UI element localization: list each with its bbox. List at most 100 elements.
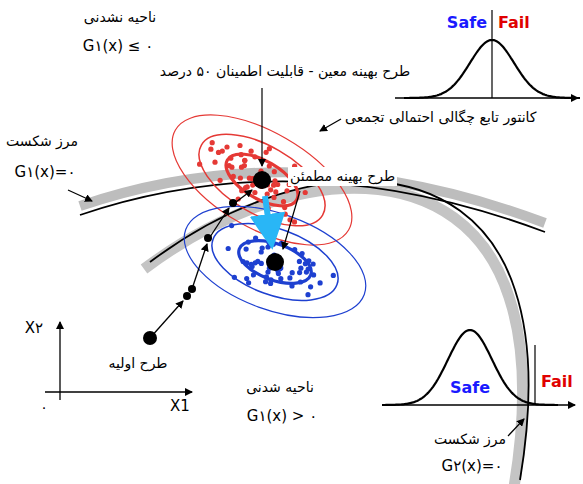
sample-point xyxy=(272,169,277,174)
sample-point xyxy=(252,190,257,195)
deterministic-optimum xyxy=(253,171,271,189)
sample-point xyxy=(278,276,283,281)
sample-point xyxy=(289,283,294,288)
sample-point xyxy=(284,188,289,193)
sample-point xyxy=(298,279,303,284)
sample-point xyxy=(218,178,223,183)
sample-point xyxy=(212,160,217,165)
reliable-optimum xyxy=(266,253,284,271)
optimum-label: طرح بهینه معین - قابلیت اطمینان ۵۰ درصد xyxy=(160,62,410,81)
sample-point xyxy=(264,274,269,279)
sample-point xyxy=(251,272,256,277)
sample-point xyxy=(305,292,310,297)
sample-point xyxy=(273,189,278,194)
sample-point xyxy=(282,205,287,210)
axis xyxy=(59,322,60,400)
sample-point xyxy=(287,275,292,280)
optimum-label: طرح بهینه مطمئن xyxy=(288,167,397,186)
sample-point xyxy=(303,261,308,266)
pdf-contour xyxy=(202,208,349,315)
sample-point xyxy=(237,143,242,148)
sample-point xyxy=(311,272,316,277)
initial-design-label: طرح اولیه xyxy=(108,354,167,373)
axis-label: X۲ xyxy=(25,318,43,338)
leader-arrow xyxy=(508,419,524,436)
sample-point xyxy=(224,144,229,149)
sample-point xyxy=(231,174,236,179)
sample-point xyxy=(263,279,268,284)
sample-point xyxy=(242,158,247,163)
sample-point xyxy=(300,251,305,256)
sample-point xyxy=(259,249,264,254)
design-point xyxy=(204,234,212,242)
sample-point xyxy=(275,182,280,187)
sample-point xyxy=(264,150,269,155)
initial-design xyxy=(143,331,157,345)
sample-point xyxy=(239,165,244,170)
sample-point xyxy=(283,212,288,217)
boundary-band xyxy=(144,188,523,484)
sample-point xyxy=(216,150,221,155)
sample-point xyxy=(242,158,247,163)
design-path xyxy=(236,190,252,202)
sample-point xyxy=(227,163,232,168)
region-label: ناحیه نشدنی xyxy=(84,8,156,27)
sample-point xyxy=(229,223,234,228)
design-point xyxy=(188,285,196,293)
sample-point xyxy=(197,162,202,167)
fail-label: Fail xyxy=(541,371,573,393)
sample-point xyxy=(249,149,254,154)
pdf-curve xyxy=(404,40,580,98)
sample-point xyxy=(267,163,272,168)
sample-point xyxy=(208,147,213,152)
leader-arrow xyxy=(283,191,300,249)
sample-point xyxy=(279,241,284,246)
sample-point xyxy=(290,270,295,275)
fail-label: Fail xyxy=(498,12,530,34)
boundary-label: مرز شکست xyxy=(6,132,78,151)
design-path xyxy=(210,208,229,237)
design-path xyxy=(150,301,183,338)
sample-point xyxy=(238,175,243,180)
sample-point xyxy=(311,261,316,266)
sample-point xyxy=(253,236,258,241)
leader-arrow xyxy=(68,190,92,201)
design-path xyxy=(193,244,207,286)
axis-label: X1 xyxy=(170,396,190,416)
sample-point xyxy=(297,259,302,264)
leader-arrow xyxy=(261,88,262,166)
sample-point xyxy=(210,140,215,145)
leader-arrow xyxy=(320,119,341,131)
pdf-contour xyxy=(233,232,317,292)
sample-point xyxy=(246,240,251,245)
sample-point xyxy=(297,270,302,275)
sample-point xyxy=(226,246,231,251)
sample-point xyxy=(255,259,260,264)
safe-label: Safe xyxy=(447,12,487,34)
sample-points xyxy=(197,140,336,297)
contour-label: کانتور تابع چگالی احتمالی تجمعی xyxy=(345,108,536,127)
limit-line xyxy=(534,345,535,405)
pdf-contour xyxy=(169,184,380,339)
axis xyxy=(45,391,192,392)
sample-point xyxy=(239,152,244,157)
design-point xyxy=(229,199,237,207)
sample-point xyxy=(228,156,233,161)
sample-point xyxy=(306,266,311,271)
region-label: ناحیه شدنی xyxy=(246,378,314,397)
sample-point xyxy=(298,266,303,271)
sample-point xyxy=(281,199,286,204)
limit-line xyxy=(491,10,492,98)
sample-point xyxy=(232,275,237,280)
origin-label: ۰ xyxy=(40,398,48,417)
sample-point xyxy=(292,247,297,252)
sample-point xyxy=(244,276,249,281)
sample-point xyxy=(252,154,257,159)
constraint-label: G۱(x) ≤ ۰ xyxy=(83,36,153,56)
sample-point xyxy=(271,242,276,247)
sample-point xyxy=(303,190,308,195)
sample-point xyxy=(265,270,270,275)
sample-point xyxy=(244,247,249,252)
constraint-label: G۱(x) > ۰ xyxy=(247,406,317,426)
